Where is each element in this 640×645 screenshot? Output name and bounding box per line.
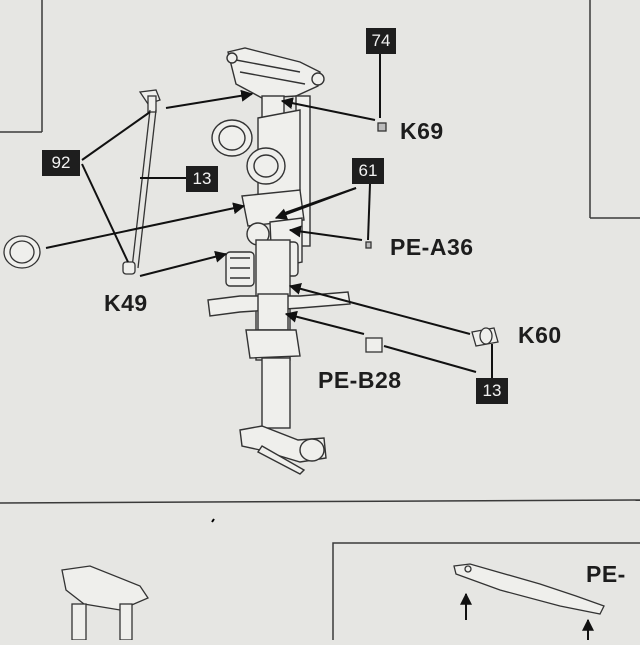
part-code-k69: K69: [400, 118, 444, 144]
pe-a36-small-part: [365, 241, 372, 249]
part-code-pe-a36: PE-A36: [390, 234, 474, 260]
k69-small-part: [377, 122, 387, 132]
part-number-74: 74: [366, 28, 396, 54]
rod-bottom-fitting: [122, 261, 136, 275]
landing-gear-strut: [207, 47, 351, 475]
loose-parts: [3, 89, 499, 523]
part-number-13-left: 13: [186, 166, 218, 192]
part-number-13-right: 13: [476, 378, 508, 404]
part-code-pe-b28: PE-B28: [318, 367, 402, 393]
pe-b28-plate-part: [365, 337, 383, 353]
part-number-92: 92: [42, 150, 80, 176]
part-number-61: 61: [352, 158, 384, 184]
leader-lines: [45, 54, 594, 640]
next-step-part-code: PE-: [586, 561, 626, 587]
next-step-drawings: [61, 563, 605, 641]
part-code-k49: K49: [104, 290, 148, 316]
part-code-k60: K60: [518, 322, 562, 348]
